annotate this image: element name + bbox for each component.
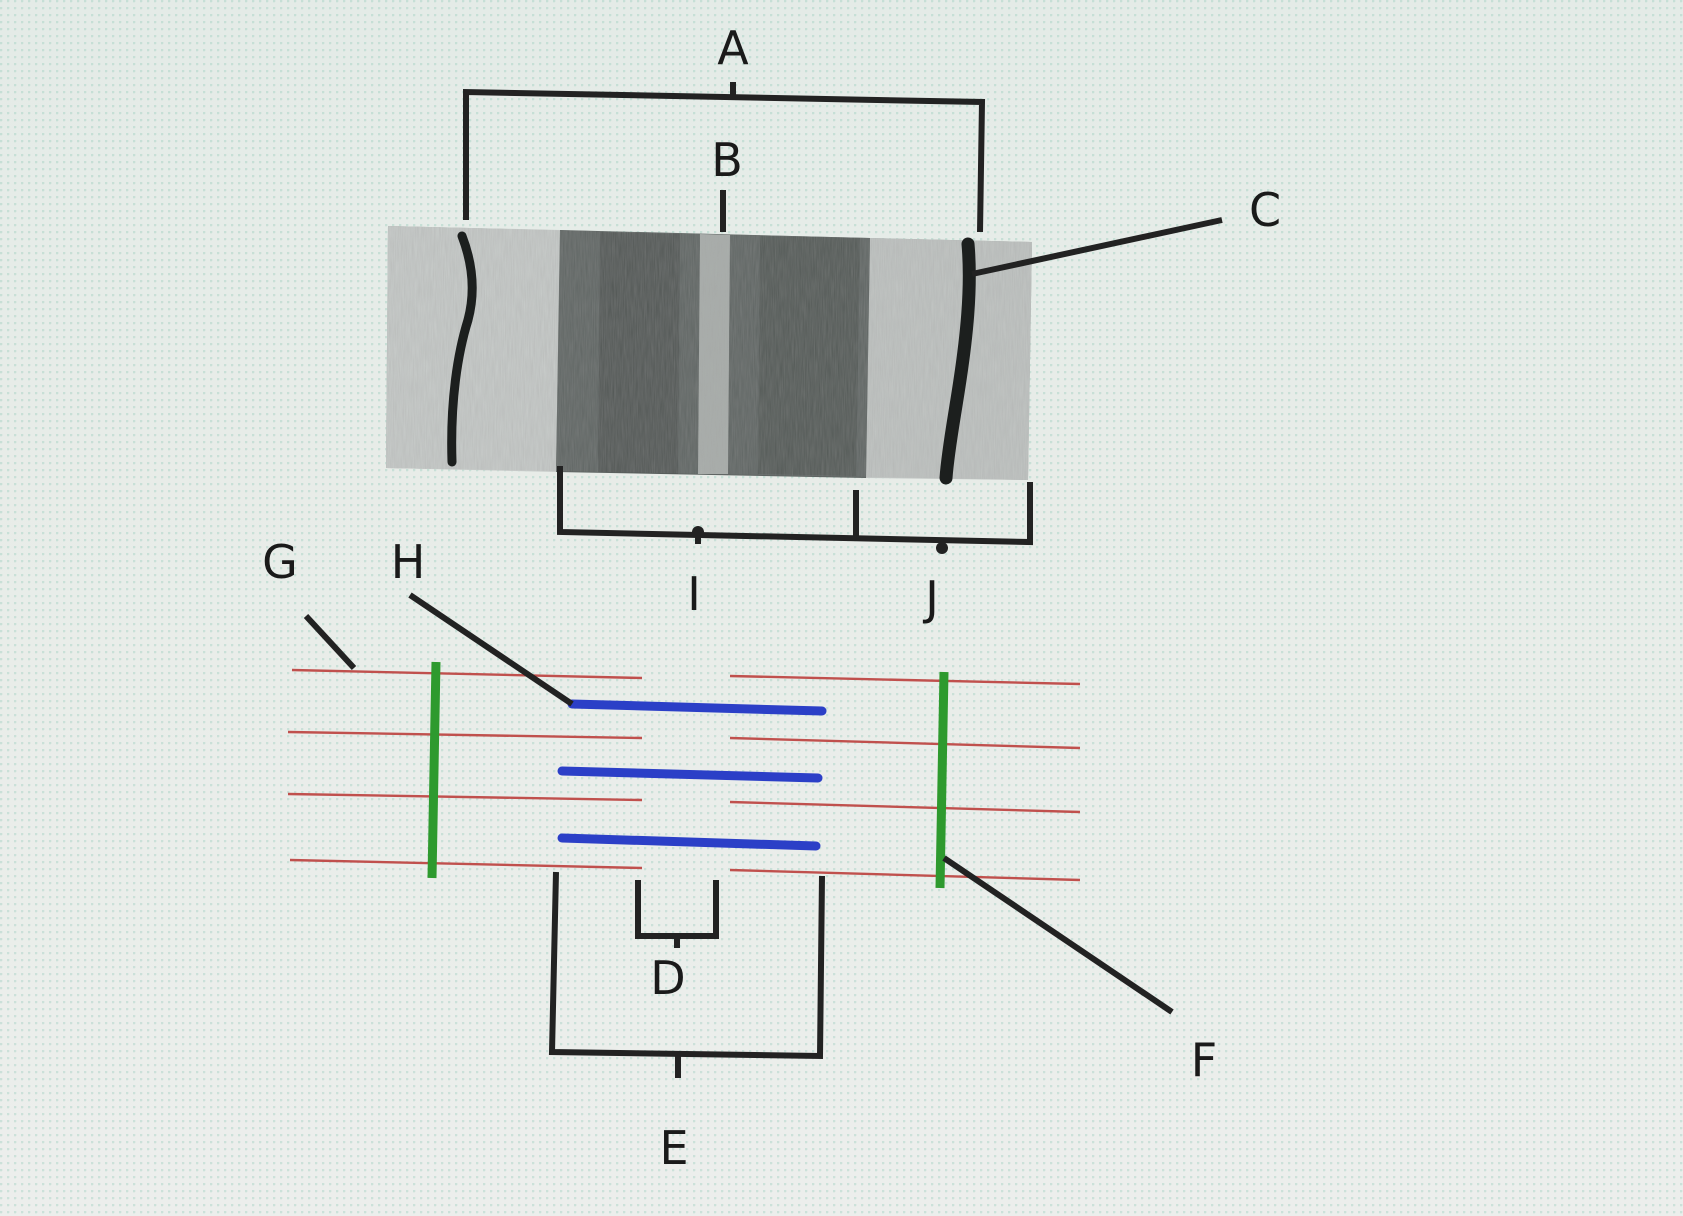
- bracket-d: [638, 880, 716, 948]
- bracket-j-node: [936, 542, 948, 554]
- label-g: G: [262, 535, 298, 589]
- leader-g: [306, 616, 354, 668]
- bracket-e: [552, 872, 822, 1078]
- label-c: C: [1249, 183, 1281, 237]
- label-i: I: [687, 567, 701, 621]
- bracket-i-node: [692, 526, 704, 538]
- micrograph: [386, 226, 1032, 480]
- label-f: F: [1191, 1033, 1217, 1087]
- label-e: E: [659, 1121, 688, 1175]
- label-b: B: [711, 133, 743, 187]
- label-j: J: [922, 571, 939, 625]
- label-a: A: [717, 21, 749, 75]
- label-d: D: [650, 951, 685, 1005]
- label-h: H: [391, 535, 426, 589]
- leader-f: [944, 858, 1172, 1012]
- thick-filaments: [562, 704, 822, 846]
